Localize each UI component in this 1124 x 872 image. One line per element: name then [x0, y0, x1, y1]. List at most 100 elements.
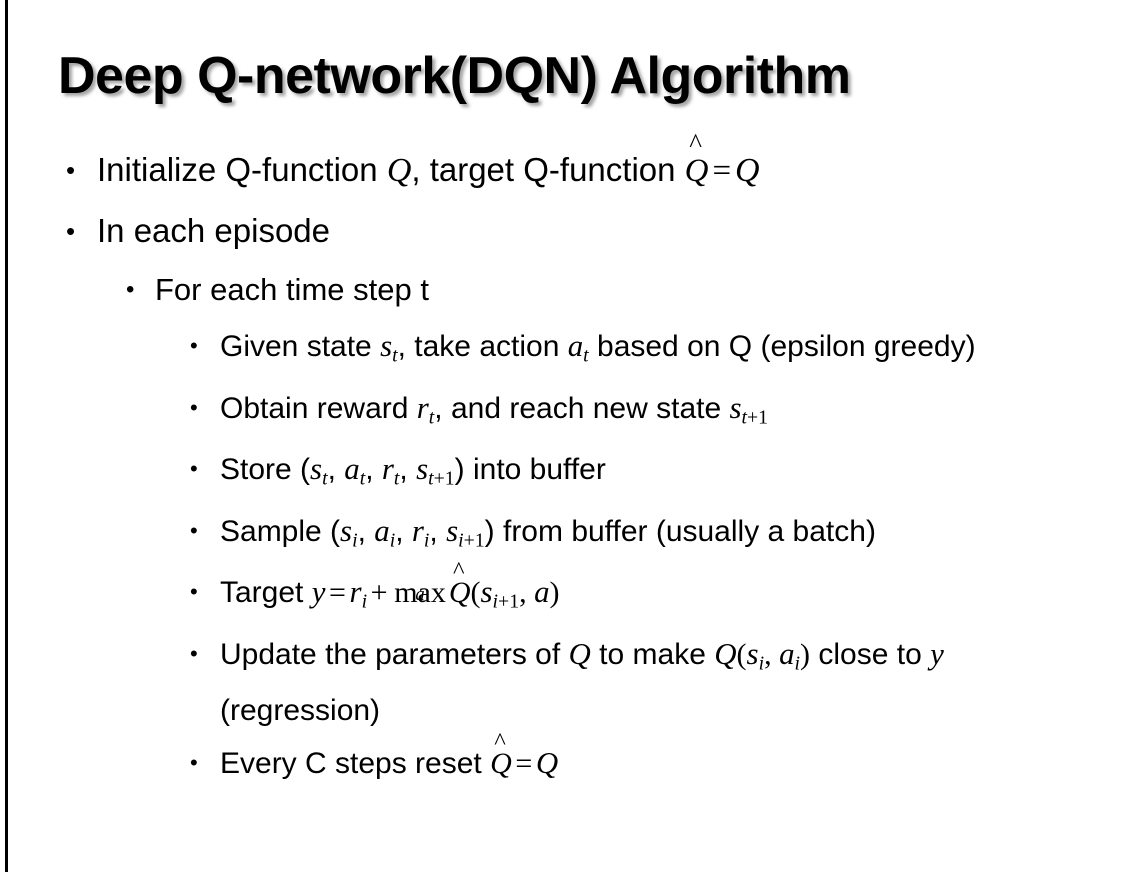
- math-symbol-s: s: [480, 574, 493, 610]
- math-subscript-t: t: [392, 344, 398, 367]
- list-item-text: Update the parameters of Q to make Q(si,…: [220, 630, 1094, 736]
- math-symbol-s: s: [729, 389, 742, 425]
- subscript-var: i: [458, 529, 464, 552]
- math-subscript-t: t: [359, 467, 366, 490]
- math-symbol-s: s: [340, 512, 353, 548]
- list-item-text: Initialize Q-function Q , target Q-functi…: [97, 130, 1124, 201]
- list-item-update-parameters: • Update the parameters of Q to make Q(s…: [0, 630, 1124, 736]
- list-item-text: Given state st, take action at based on …: [220, 322, 1094, 380]
- text-run: ,: [357, 514, 375, 548]
- math-subscript-t-plus-1: t+1: [428, 468, 455, 490]
- bullet-marker: •: [126, 276, 135, 303]
- paren-close: ): [800, 637, 811, 671]
- math-operator-equals: =: [515, 747, 533, 781]
- text-run: close to: [810, 637, 931, 671]
- math-symbol-q-base: Q: [448, 576, 471, 610]
- math-operator-plus: +: [370, 576, 388, 610]
- text-run: ,: [327, 453, 345, 487]
- math-symbol-s: s: [380, 328, 393, 363]
- math-symbol-s: s: [746, 635, 759, 671]
- subscript-offset: +1: [747, 406, 769, 429]
- math-symbol-a: a: [534, 574, 550, 610]
- math-subscript-i: i: [352, 529, 358, 552]
- list-item-in-each-episode: • In each episode: [0, 201, 1124, 261]
- list-item-text: In each episode: [97, 212, 331, 249]
- math-symbol-s: s: [310, 451, 323, 487]
- bullet-list: • Initialize Q-function Q , target Q-func…: [0, 130, 1124, 788]
- list-item-text: For each time step t: [155, 272, 429, 307]
- math-symbol-q-hat: ^Q: [685, 130, 709, 201]
- max-limit-a: a: [415, 584, 425, 606]
- list-item-store-transition: • Store (st, at, rt, st+1) into buffer: [0, 445, 1124, 503]
- list-item-for-each-time-step: • For each time step t: [0, 261, 1124, 318]
- text-run: based on Q (epsilon greedy): [588, 330, 976, 363]
- bullet-marker: •: [190, 750, 198, 776]
- math-symbol-a: a: [374, 512, 390, 548]
- math-operator-equals: =: [712, 153, 732, 189]
- list-item-obtain-reward: • Obtain reward rt, and reach new state …: [0, 384, 1124, 442]
- text-run: Target: [220, 576, 312, 610]
- math-subscript-i-plus-1: i+1: [458, 529, 485, 551]
- math-subscript-t: t: [322, 467, 328, 490]
- text-run: Update the parameters of: [220, 637, 569, 671]
- bullet-marker: •: [66, 216, 76, 246]
- text-run: ,: [395, 514, 412, 548]
- math-subscript-i: i: [794, 652, 801, 675]
- math-symbol-q: Q: [535, 745, 559, 781]
- list-item-text: Every C steps reset ^Q=Q: [220, 730, 1094, 788]
- math-symbol-q-hat: ^Q: [448, 559, 471, 617]
- bullet-marker: •: [190, 333, 198, 358]
- math-symbol-a: a: [779, 635, 795, 671]
- math-subscript-i: i: [389, 529, 396, 552]
- max-label: max: [394, 576, 446, 610]
- paren-open: (: [470, 576, 481, 610]
- list-item-sample-from-buffer: • Sample (si, ai, ri, si+1) from buffer …: [0, 507, 1124, 565]
- math-subscript-i: i: [423, 529, 430, 552]
- math-subscript-i: i: [361, 590, 368, 613]
- text-run: Sample (: [220, 514, 341, 548]
- math-subscript-i: i: [758, 652, 765, 675]
- paren-close: ): [549, 576, 560, 610]
- math-symbol-q: Q: [735, 152, 760, 189]
- bullet-marker: •: [190, 394, 198, 420]
- subscript-offset: +1: [463, 529, 485, 552]
- slide-left-edge-rule: [5, 0, 8, 872]
- math-symbol-q-hat: ^Q: [490, 730, 512, 788]
- text-run: , and reach new state: [434, 391, 730, 425]
- math-subscript-t: t: [428, 406, 435, 429]
- list-item-text: Store (st, at, rt, st+1) into buffer: [220, 445, 1094, 503]
- math-symbol-a: a: [344, 451, 360, 487]
- text-run: ,: [365, 453, 382, 487]
- subscript-var: i: [492, 590, 499, 613]
- text-run: (regression): [220, 694, 381, 728]
- list-item-text: Sample (si, ai, ri, si+1) from buffer (u…: [220, 507, 1094, 565]
- text-run: ) from buffer (usually a batch): [484, 514, 876, 548]
- math-comma: ,: [519, 576, 535, 610]
- subscript-var: t: [428, 467, 434, 490]
- page-title: Deep Q-network(DQN) Algorithm: [58, 47, 851, 105]
- subscript-var: t: [741, 406, 748, 429]
- list-item-reset-target-network: • Every C steps reset ^Q=Q: [0, 730, 1124, 788]
- text-run: Store (: [220, 453, 311, 487]
- math-symbol-r: r: [349, 574, 362, 610]
- text-run: Obtain reward: [220, 391, 417, 425]
- bullet-marker: •: [190, 640, 198, 666]
- subscript-offset: +1: [433, 467, 455, 490]
- math-symbol-r: r: [381, 451, 394, 487]
- text-run: , target Q-function: [411, 151, 685, 188]
- math-symbol-r: r: [416, 389, 429, 425]
- math-symbol-q: Q: [714, 635, 737, 671]
- math-subscript-i-plus-1: i+1: [493, 591, 520, 613]
- text-run: Initialize Q-function: [97, 151, 387, 188]
- text-run: ,: [429, 514, 447, 548]
- bullet-marker: •: [190, 579, 198, 605]
- text-run: to make: [590, 637, 715, 671]
- text-run: ,: [399, 453, 417, 487]
- paren-open: (: [736, 637, 747, 671]
- math-symbol-y: y: [311, 574, 326, 610]
- math-subscript-t-plus-1: t+1: [742, 406, 769, 428]
- subscript-offset: +1: [498, 590, 520, 613]
